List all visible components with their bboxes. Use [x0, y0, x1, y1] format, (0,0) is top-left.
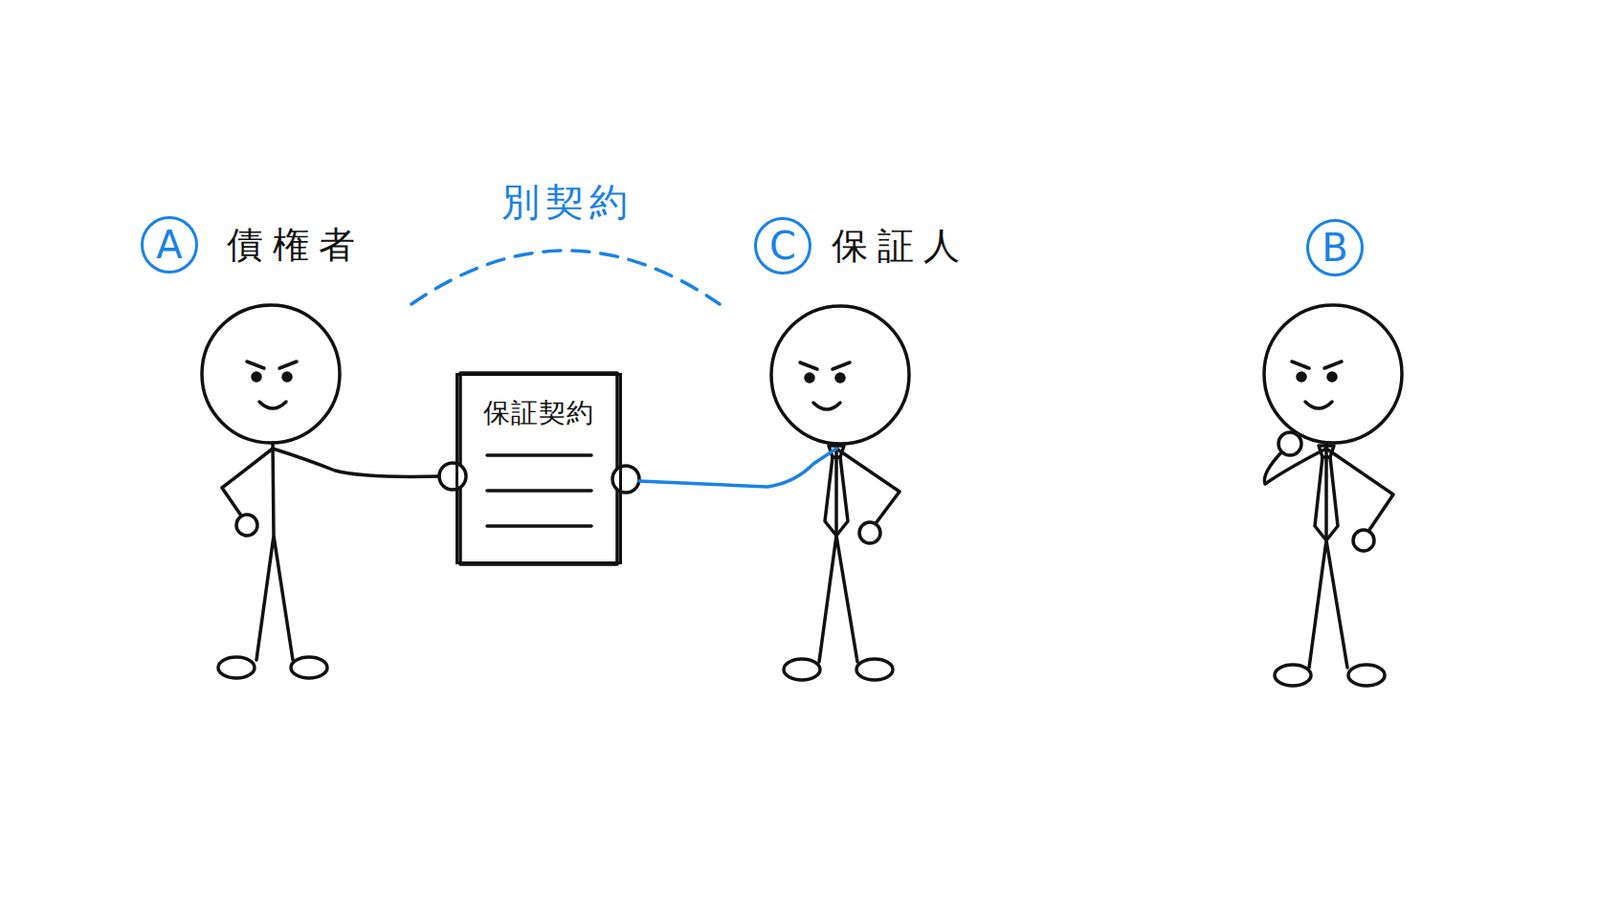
debtor-figure — [1264, 305, 1402, 687]
letter-circle: A — [140, 216, 199, 274]
circle-letter: A — [155, 225, 182, 265]
creditor-figure — [201, 305, 440, 679]
circle-letter: B — [1321, 228, 1348, 267]
role-heading: 債権者 — [226, 226, 365, 264]
contract-arc — [411, 250, 720, 305]
letter-circle: C — [754, 217, 812, 275]
contract-label: 別契約 — [501, 182, 634, 222]
circle-letter: C — [769, 226, 797, 266]
role-heading: 保証人 — [831, 227, 970, 265]
document-title: 保証契約 — [458, 395, 620, 432]
letter-circle: B — [1306, 219, 1364, 277]
guarantor-figure — [639, 306, 910, 681]
contract-document: 保証契約 — [455, 373, 623, 565]
